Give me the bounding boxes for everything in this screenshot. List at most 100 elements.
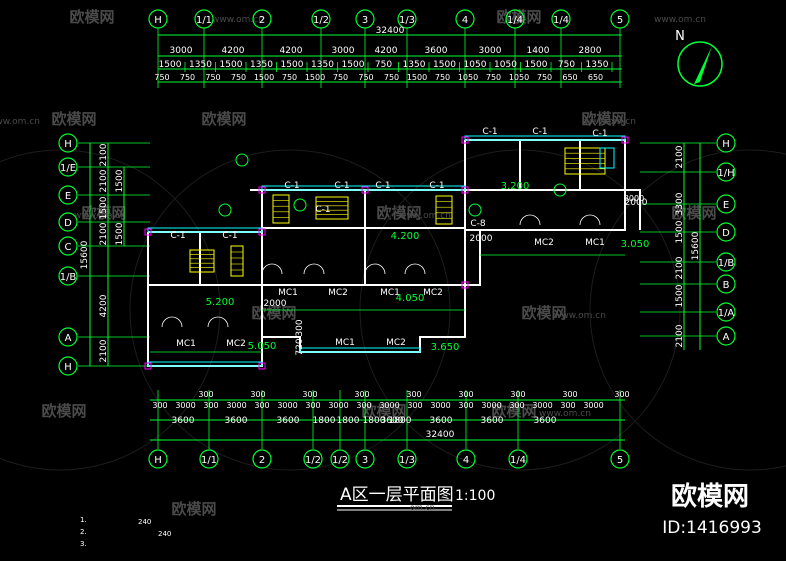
bottom-axis-6-label: 1/3 <box>399 455 415 466</box>
right-axis-1-circle <box>716 162 736 182</box>
bottom-axis-0-label: H <box>154 455 162 466</box>
drawing-title: A区一层平面图 <box>340 485 454 505</box>
top-row3-dim-8: 750 <box>358 73 373 82</box>
left-axis-1-label: 1/E <box>60 163 76 174</box>
level-mark-3 <box>553 183 567 197</box>
bottom-axis-4-label: 1/2 <box>332 455 348 466</box>
door-swing-7 <box>579 214 601 226</box>
column-6 <box>258 228 266 236</box>
bottom-row1-dim-1: 3000 <box>175 401 195 410</box>
bottom-axis-2-label: 2 <box>259 455 265 466</box>
top-axis-1-label: 1/1 <box>196 15 212 26</box>
watermark-logo-11: 欧模网 <box>361 402 406 420</box>
top-row2-dim-12: 1500 <box>525 60 548 70</box>
right-axis-5-label: B <box>723 280 730 291</box>
bottom-axis-9-label: 5 <box>617 455 623 466</box>
top-row2-dim-10: 1050 <box>464 60 487 70</box>
level-label-1: 5.050 <box>248 341 277 352</box>
top-row2-dim-14: 1350 <box>586 60 609 70</box>
bottom-row2-dim-10: 3600 <box>534 416 557 426</box>
wall-right-ext <box>625 189 641 230</box>
top-row3-dim-4: 1500 <box>254 73 274 82</box>
bottom-axis-5-circle <box>355 449 375 469</box>
bottom-row1-dim-7: 3000 <box>328 401 348 410</box>
watermark-logo-4: 欧模网 <box>201 110 246 128</box>
right-col1-dim-2: 1500 <box>675 220 685 243</box>
bottom-row1-top-8: 300 <box>614 390 629 399</box>
right-col1-dim-5: 2100 <box>675 324 685 347</box>
level-label-2: 4.200 <box>391 231 420 242</box>
note-index-1: 2. <box>80 528 87 536</box>
bottom-row1-dim-14: 300 <box>509 401 524 410</box>
bottom-row2-dim-6: 1800 <box>389 416 412 426</box>
top-axis-7-label: 1/4 <box>507 15 523 26</box>
column-0 <box>258 186 266 194</box>
watermark-logo-6: 欧模网 <box>376 204 421 222</box>
right-col1-dim-1: 3300 <box>675 192 685 215</box>
right-col1-dim-0: 2100 <box>675 145 685 168</box>
bottom-row1-top-7: 300 <box>562 390 577 399</box>
watermark-logo-1: 欧模网 <box>496 8 541 26</box>
wall-connector <box>465 229 481 286</box>
bottom-axis-5-label: 3 <box>362 455 368 466</box>
bottom-row1-dim-11: 3000 <box>430 401 450 410</box>
right-axis-5-circle <box>716 274 736 294</box>
door-label-9: MC2 <box>386 338 406 348</box>
inner-dim-0: 2000 <box>264 299 287 309</box>
top-row2-dim-6: 1500 <box>342 60 365 70</box>
inner-dim-1: 2000 <box>470 234 493 244</box>
bottom-axis-4-circle <box>330 449 350 469</box>
top-row2-dim-7: 750 <box>375 60 392 70</box>
column-1 <box>361 186 369 194</box>
top-row2-dim-3: 1350 <box>250 60 273 70</box>
watermark-site-0: www.om.cn <box>212 15 264 25</box>
door-label-8: MC1 <box>335 338 355 348</box>
left-axis-2-circle <box>58 185 78 205</box>
bottom-row2-dim-5: 1800 <box>363 416 386 426</box>
top-row3-dim-3: 750 <box>231 73 246 82</box>
brand-id: ID:1416993 <box>662 518 762 538</box>
door-swing-1 <box>207 316 229 328</box>
stair-0 <box>189 249 215 273</box>
left-col1-dim-3: 2100 <box>99 222 109 245</box>
bottom-row2-dim-2: 3600 <box>277 416 300 426</box>
bottom-row1-dim-4: 300 <box>254 401 269 410</box>
right-axis-7-label: A <box>723 332 730 343</box>
left-axis-2-label: E <box>65 191 71 202</box>
top-axis-2-label: 2 <box>259 15 265 26</box>
north-arrow <box>694 46 712 84</box>
left-col1-dim-0: 2100 <box>99 143 109 166</box>
top-row2-dim-2: 1500 <box>220 60 243 70</box>
window-label-c1-6: C-1 <box>482 127 497 137</box>
left-axis-7-label: H <box>64 362 72 373</box>
note-index-0: 1. <box>80 516 87 524</box>
inner-dim-4: 300 <box>295 319 305 336</box>
door-label-0: MC1 <box>278 288 298 298</box>
bottom-row1-top-5: 300 <box>458 390 473 399</box>
watermark-site-2: www.om.cn <box>0 117 40 127</box>
bottom-axis-9-circle <box>610 449 630 469</box>
bottom-axis-3-label: 1/2 <box>305 455 321 466</box>
door-swing-4 <box>364 263 386 275</box>
bottom-row2-dim-1: 3600 <box>225 416 248 426</box>
top-total-dim: 32400 <box>376 26 405 36</box>
column-8 <box>258 362 266 370</box>
top-axis-5-label: 1/3 <box>399 15 415 26</box>
window-band-4 <box>299 347 421 353</box>
left-axis-7-circle <box>58 356 78 376</box>
bottom-row1-dim-3: 3000 <box>226 401 246 410</box>
door-swing-2 <box>261 263 283 275</box>
left-axis-4-circle <box>58 236 78 256</box>
right-col2-dim-0: 3000 <box>624 194 644 203</box>
door-label-3: MC2 <box>423 288 443 298</box>
window-label-c1-0: C-1 <box>284 181 299 191</box>
note-val-0: 240 <box>138 518 151 526</box>
stair-3 <box>435 195 453 225</box>
left-col1-dim-4: 4200 <box>99 294 109 317</box>
top-row2-dim-8: 1350 <box>403 60 426 70</box>
watermark-logo-0: 欧模网 <box>69 8 114 26</box>
top-row3-dim-10: 1500 <box>407 73 427 82</box>
bottom-row1-top-0: 300 <box>198 390 213 399</box>
bottom-axis-0-circle <box>148 449 168 469</box>
window-label-c1-3: C-1 <box>429 181 444 191</box>
